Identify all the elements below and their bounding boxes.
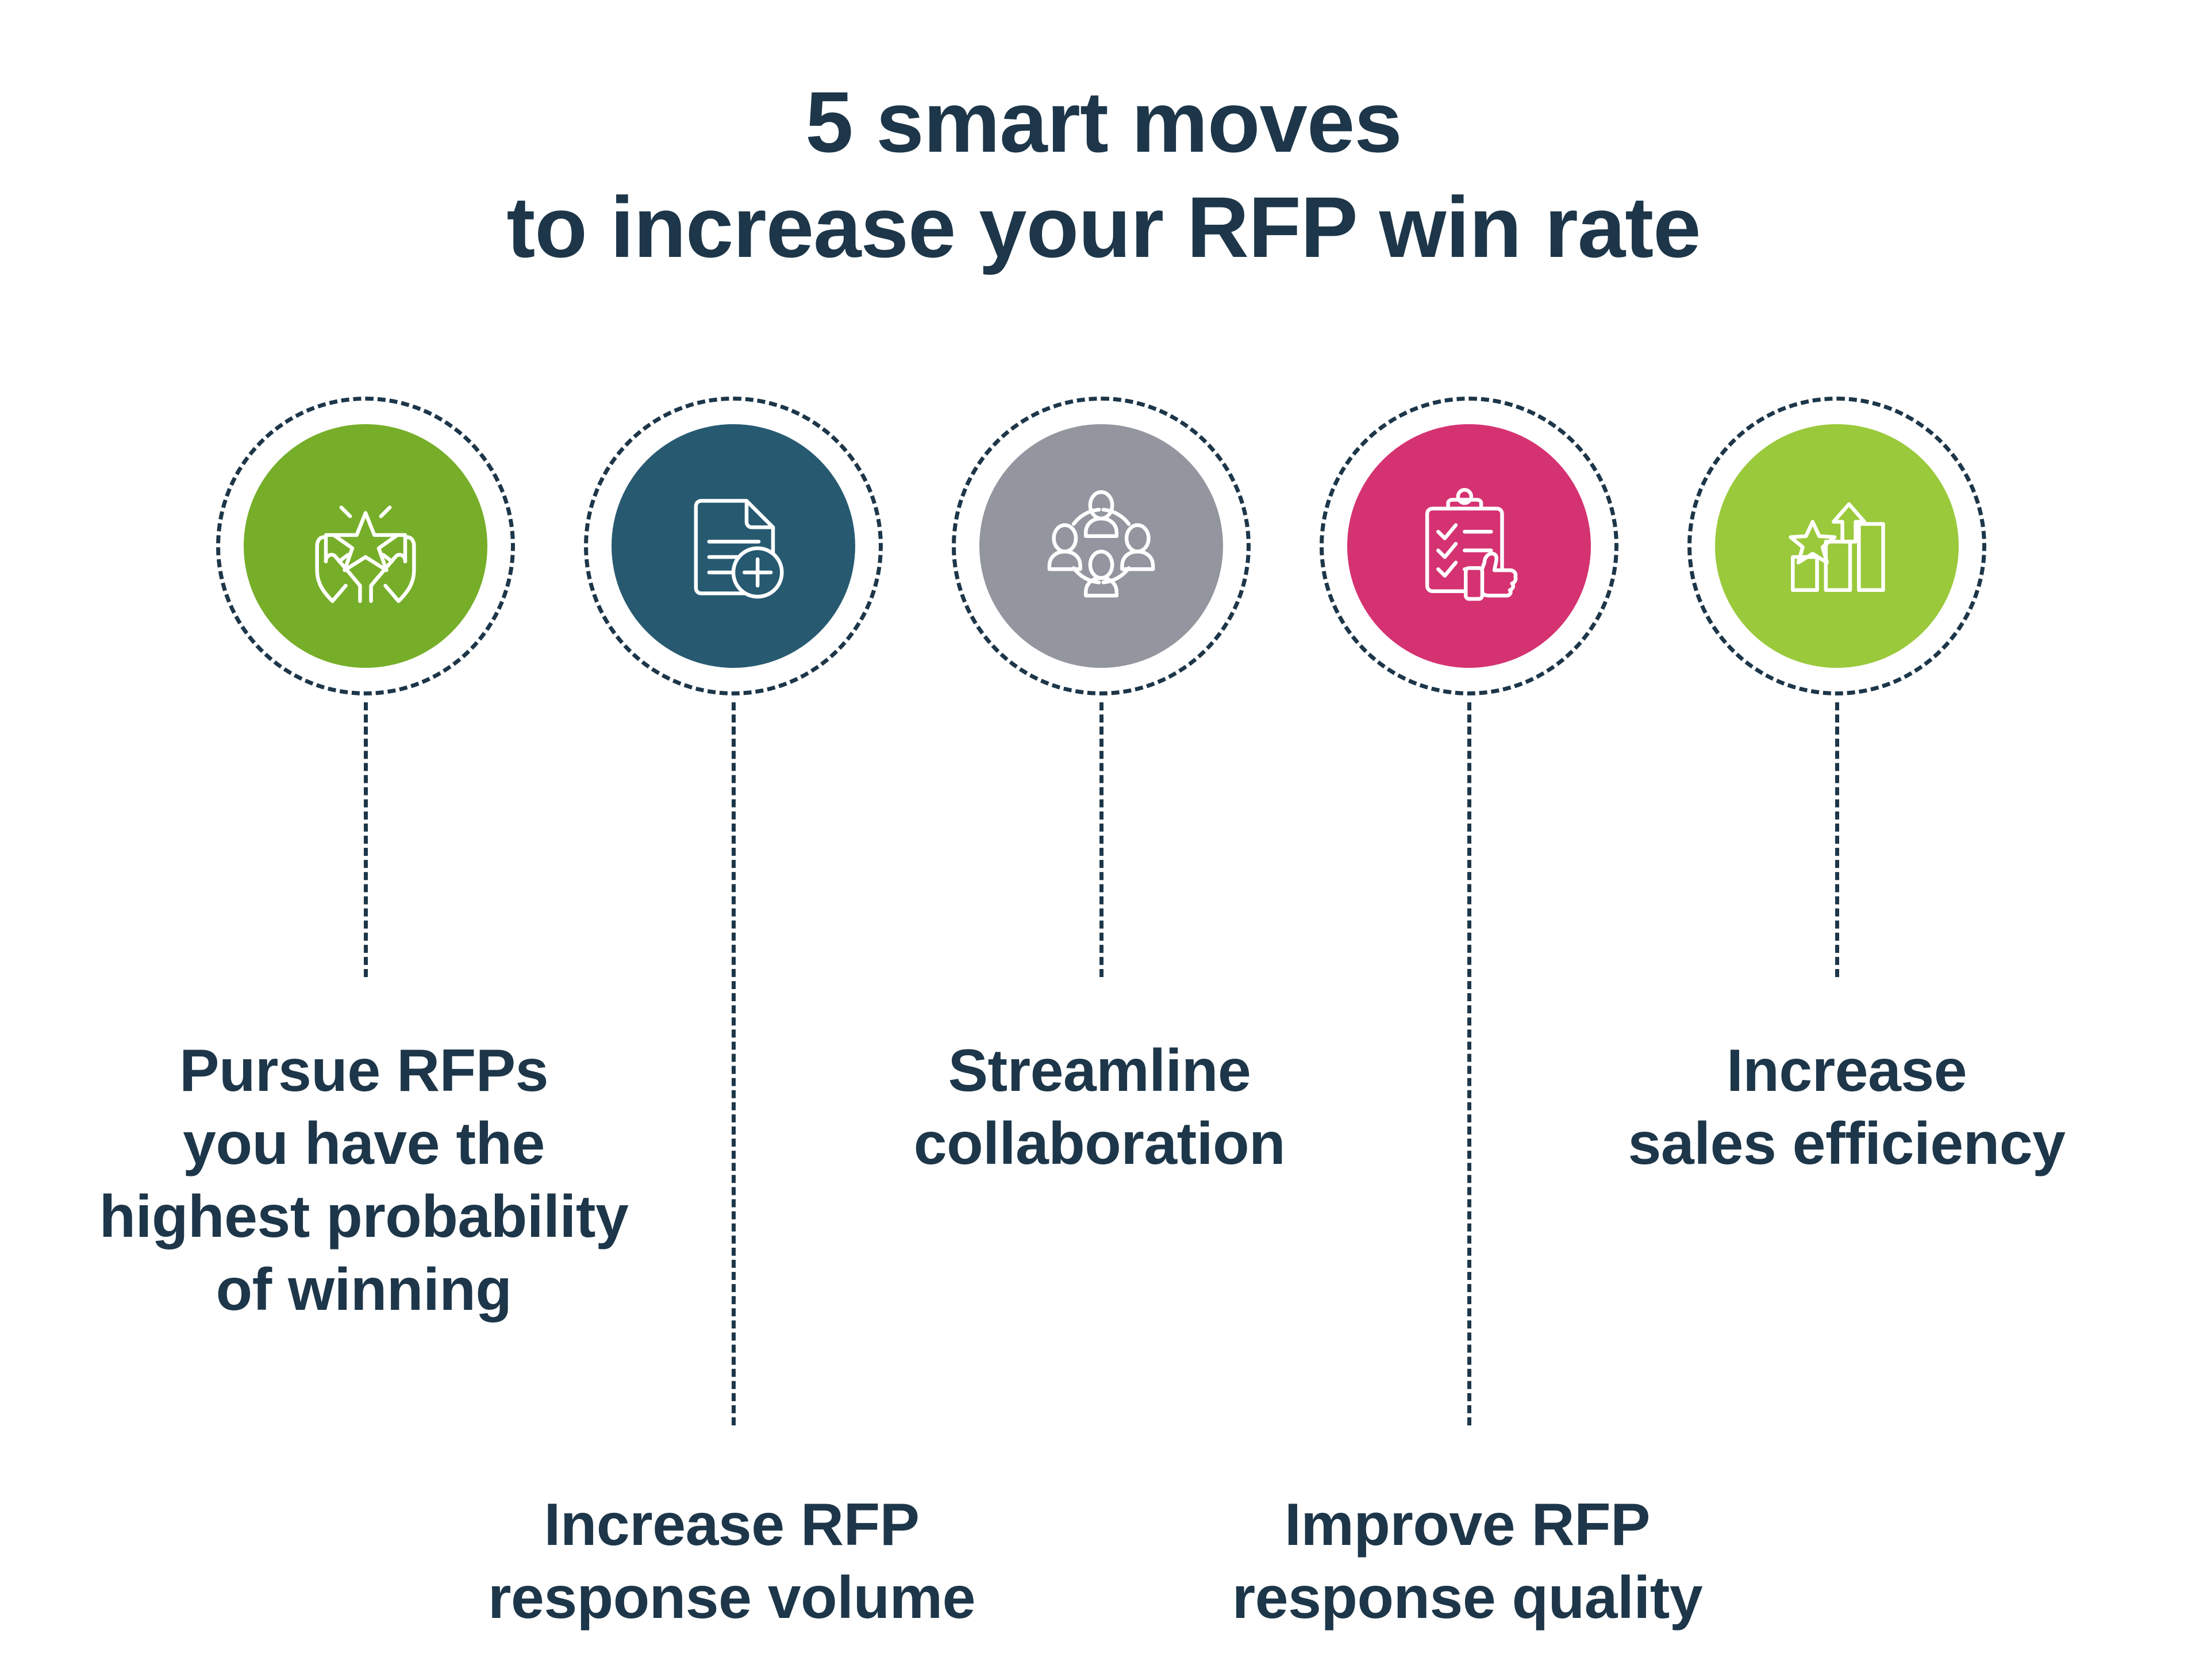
step-label-2: Increase RFP response volume: [488, 1491, 975, 1631]
step-node-4[interactable]: [1320, 397, 1618, 695]
people-network-icon: [1035, 480, 1167, 612]
step-label-1: Pursue RFPs you have the highest probabi…: [99, 1037, 629, 1323]
dashed-ring-1: [216, 397, 515, 695]
icon-disc-3: [979, 424, 1223, 668]
dashed-ring-2: [584, 397, 883, 695]
connector-line-1: [364, 702, 368, 977]
bar-chart-growth-star-icon: [1771, 480, 1903, 612]
document-add-icon: [667, 480, 799, 612]
icon-disc-2: [612, 424, 855, 668]
dashed-ring-5: [1687, 397, 1986, 695]
icon-disc-4: [1347, 424, 1591, 668]
connector-line-5: [1835, 702, 1839, 977]
connector-line-3: [1099, 702, 1104, 977]
step-label-3: Streamline collaboration: [913, 1037, 1286, 1177]
step-label-5: Increase sales efficiency: [1628, 1037, 2066, 1177]
step-label-4: Improve RFP response quality: [1232, 1491, 1703, 1631]
clipboard-checklist-thumbsup-icon: [1403, 480, 1535, 612]
dashed-ring-4: [1320, 397, 1618, 695]
connector-line-4: [1467, 702, 1471, 1425]
hands-holding-star-icon: [299, 480, 432, 612]
icon-disc-5: [1715, 424, 1959, 668]
dashed-ring-3: [952, 397, 1251, 695]
page-title: 5 smart moves to increase your RFP win r…: [506, 73, 1701, 275]
step-node-3[interactable]: [952, 397, 1251, 695]
step-node-2[interactable]: [584, 397, 883, 695]
icon-disc-1: [244, 424, 487, 668]
step-node-5[interactable]: [1687, 397, 1986, 695]
step-node-1[interactable]: [216, 397, 515, 695]
connector-line-2: [732, 702, 736, 1425]
